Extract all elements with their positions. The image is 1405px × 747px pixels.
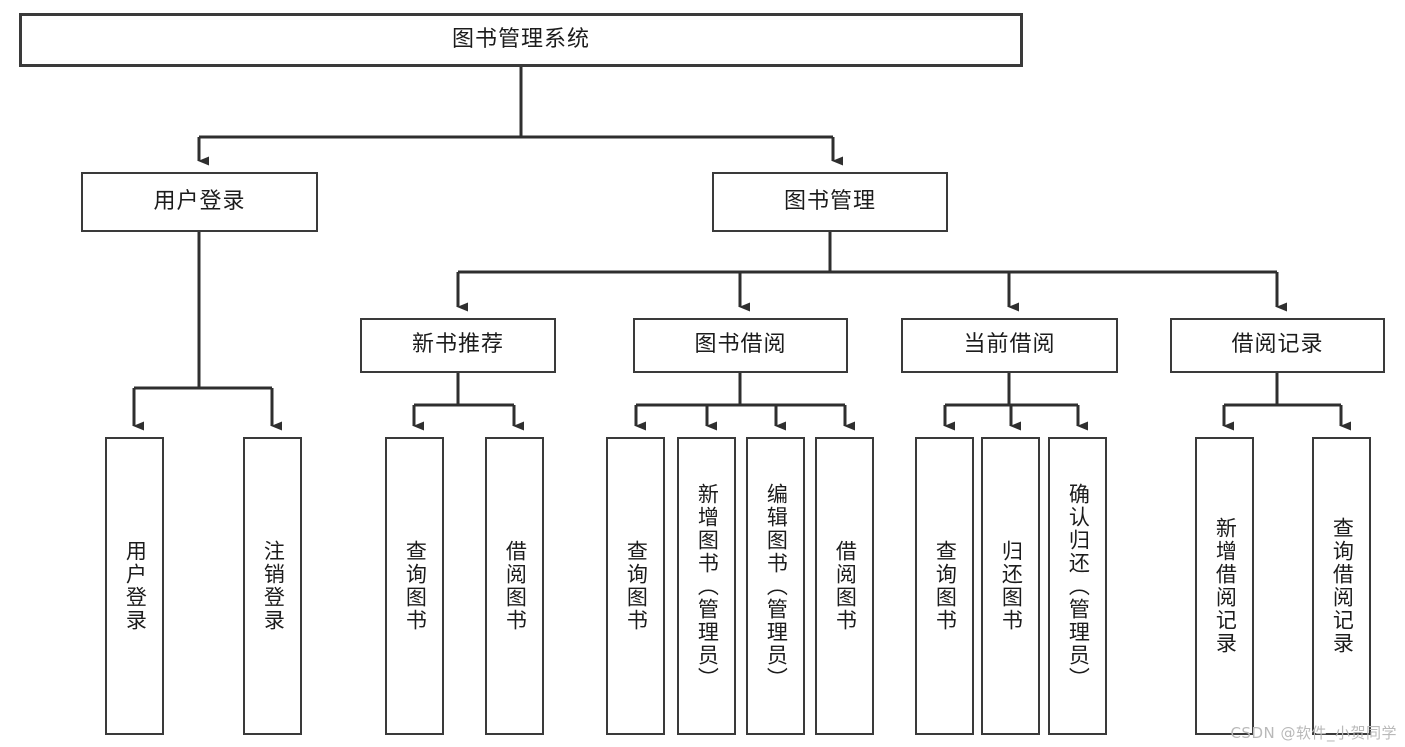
leaf-label: 归还图书 bbox=[999, 540, 1024, 632]
node-label: 用户登录 bbox=[153, 188, 246, 214]
leaf-add-borrow-record[interactable]: 新增借阅记录 bbox=[1195, 437, 1254, 735]
leaf-borrow-book[interactable]: 借阅图书 bbox=[815, 437, 874, 735]
node-borrow-records[interactable]: 借阅记录 bbox=[1170, 318, 1385, 373]
leaf-query-book[interactable]: 查询图书 bbox=[606, 437, 665, 735]
leaf-user-login[interactable]: 用户登录 bbox=[105, 437, 164, 735]
node-label: 图书管理系统 bbox=[451, 26, 590, 52]
leaf-label: 查询借阅记录 bbox=[1330, 517, 1355, 655]
leaf-query-book-current[interactable]: 查询图书 bbox=[915, 437, 974, 735]
node-user-login[interactable]: 用户登录 bbox=[81, 172, 318, 232]
node-root-system[interactable]: 图书管理系统 bbox=[19, 13, 1023, 67]
leaf-return-book[interactable]: 归还图书 bbox=[981, 437, 1040, 735]
node-label: 借阅记录 bbox=[1231, 332, 1324, 358]
node-label: 图书管理 bbox=[783, 188, 876, 214]
node-current-borrow[interactable]: 当前借阅 bbox=[901, 318, 1118, 373]
leaf-label: 查询图书 bbox=[403, 540, 428, 632]
leaf-query-borrow-record[interactable]: 查询借阅记录 bbox=[1312, 437, 1371, 735]
node-label: 当前借阅 bbox=[963, 332, 1056, 358]
node-label: 图书借阅 bbox=[694, 332, 787, 358]
leaf-label: 查询图书 bbox=[624, 540, 649, 632]
leaf-user-logout[interactable]: 注销登录 bbox=[243, 437, 302, 735]
watermark-text: CSDN @软件_小贺同学 bbox=[1230, 724, 1397, 742]
leaf-label: 用户登录 bbox=[123, 540, 148, 632]
leaf-label: 新增图书（管理员） bbox=[695, 482, 720, 690]
leaf-add-book-admin[interactable]: 新增图书（管理员） bbox=[677, 437, 736, 735]
leaf-query-book-recommend[interactable]: 查询图书 bbox=[385, 437, 444, 735]
leaf-label: 注销登录 bbox=[261, 540, 286, 632]
leaf-label: 借阅图书 bbox=[833, 540, 858, 632]
leaf-edit-book-admin[interactable]: 编辑图书（管理员） bbox=[746, 437, 805, 735]
node-book-borrow[interactable]: 图书借阅 bbox=[633, 318, 848, 373]
leaf-label: 确认归还（管理员） bbox=[1066, 482, 1091, 690]
leaf-label: 新增借阅记录 bbox=[1213, 517, 1238, 655]
leaf-label: 借阅图书 bbox=[503, 540, 528, 632]
leaf-confirm-return-admin[interactable]: 确认归还（管理员） bbox=[1048, 437, 1107, 735]
leaf-label: 编辑图书（管理员） bbox=[764, 482, 789, 690]
leaf-borrow-book-recommend[interactable]: 借阅图书 bbox=[485, 437, 544, 735]
node-label: 新书推荐 bbox=[411, 332, 504, 358]
node-new-book-recommend[interactable]: 新书推荐 bbox=[360, 318, 556, 373]
leaf-label: 查询图书 bbox=[933, 540, 958, 632]
node-book-management[interactable]: 图书管理 bbox=[712, 172, 948, 232]
